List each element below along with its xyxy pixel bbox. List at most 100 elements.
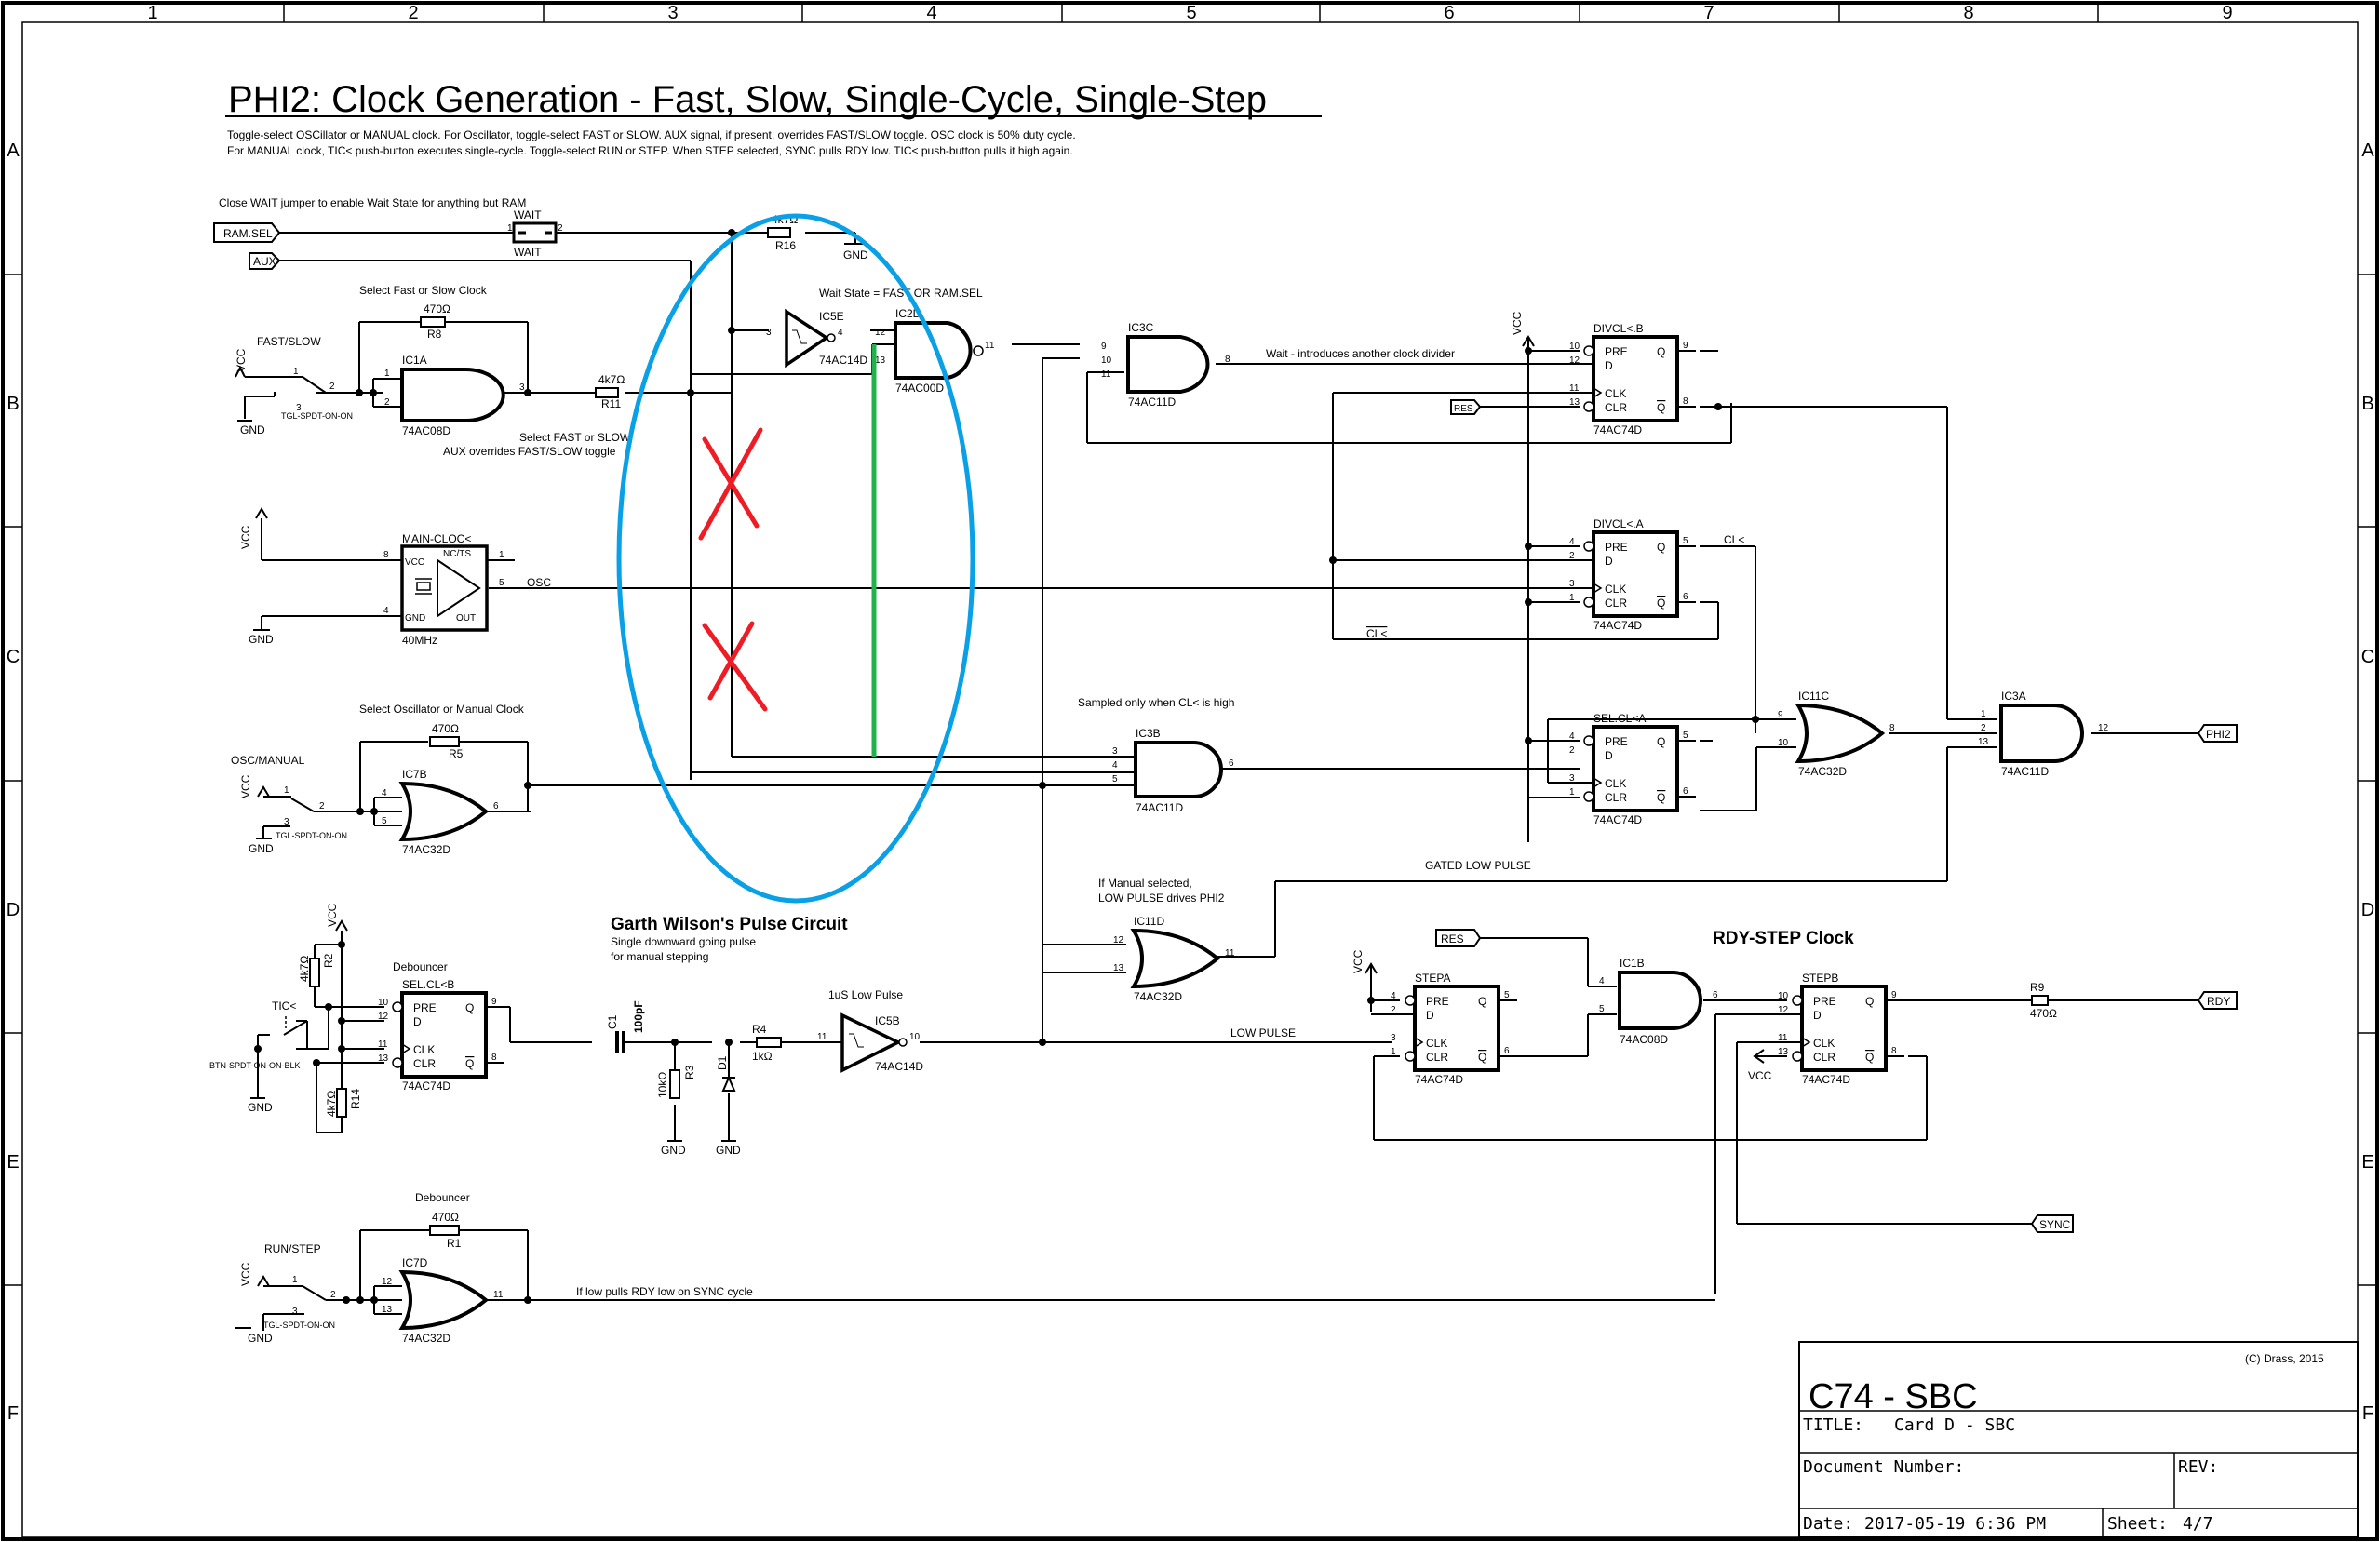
r11-name: R11 bbox=[601, 397, 621, 410]
pin-number: 11 bbox=[493, 1290, 504, 1300]
resistor-r3: 10kΩ R3 GND bbox=[656, 1065, 696, 1157]
pin-label-clr: CLR bbox=[1605, 401, 1627, 414]
port-res-1-label: RES bbox=[1454, 404, 1473, 414]
r14-name: R14 bbox=[349, 1089, 362, 1109]
jumper-wait: WAIT WAIT 1 2 bbox=[507, 208, 563, 259]
note-debouncer-2: Debouncer bbox=[415, 1191, 470, 1204]
r3-name: R3 bbox=[683, 1065, 696, 1079]
pin-label-pre: PRE bbox=[1605, 345, 1628, 358]
ic3c-part: 74AC11D bbox=[1128, 396, 1176, 409]
port-phi2-label: PHI2 bbox=[2206, 728, 2231, 741]
ic5e-part: 74AC14D bbox=[819, 354, 867, 367]
pin-number: 13 bbox=[1113, 963, 1124, 973]
pin-number: 6 bbox=[493, 801, 499, 811]
doc-number-label: Document Number: bbox=[1803, 1457, 1964, 1477]
note-debouncer-1: Debouncer bbox=[393, 960, 448, 973]
diode-d1: D1 GND bbox=[716, 1055, 741, 1157]
pin-number: 4 bbox=[1569, 731, 1575, 742]
ruler-col-4: 4 bbox=[926, 3, 936, 23]
svg-text:2: 2 bbox=[319, 801, 325, 811]
clock-triangle-icon bbox=[401, 1043, 411, 1054]
inversion-bubble bbox=[1792, 1051, 1803, 1062]
pin-label-pre: PRE bbox=[1813, 995, 1836, 1008]
port-rdy: RDY bbox=[2197, 991, 2238, 1010]
ic3a-name: IC3A bbox=[2001, 690, 2026, 703]
switch-fast-slow[interactable]: FAST/SLOW VCC 1 3 2 GND TGL-SPDT-ON-ON bbox=[235, 335, 353, 436]
port-rdy-label: RDY bbox=[2207, 995, 2230, 1008]
r9-value: 470Ω bbox=[2030, 1007, 2057, 1020]
gate-ic1b: IC1B 74AC08D 45 6 bbox=[1599, 957, 1718, 1046]
title-label: TITLE: bbox=[1803, 1415, 1863, 1435]
pin-label-qbar: Q bbox=[1657, 597, 1665, 610]
page-title: PHI2: Clock Generation - Fast, Slow, Sin… bbox=[228, 79, 1267, 120]
r8-value: 470Ω bbox=[424, 302, 450, 315]
sheet-value: 4/7 bbox=[2183, 1514, 2213, 1534]
r5-value: 470Ω bbox=[432, 722, 459, 735]
pin-number: 4 bbox=[382, 788, 387, 798]
vcc-label: VCC bbox=[1351, 949, 1365, 973]
pin-number: 1 bbox=[1569, 787, 1575, 798]
pin-number: 5 bbox=[382, 816, 387, 826]
gate-ic3c: IC3C 74AC11D 910 118 bbox=[1101, 321, 1230, 409]
switch-run-step[interactable]: RUN/STEP VCC GND TGL-SPDT-ON-ON 13 2 bbox=[235, 1242, 336, 1345]
pin-number: 12 bbox=[1569, 355, 1580, 366]
title-block: (C) Drass, 2015 C74 - SBC TITLE: Card D … bbox=[1798, 1341, 2359, 1538]
flipflop-name: STEPA bbox=[1415, 972, 1450, 985]
pin-label-q: Q bbox=[1657, 541, 1665, 554]
flipflop-part: 74AC74D bbox=[1593, 619, 1642, 632]
resistor-r8: 470Ω R8 bbox=[420, 302, 450, 341]
port-phi2: PHI2 bbox=[2197, 724, 2238, 743]
pin-label-clk: CLK bbox=[1813, 1037, 1835, 1050]
button-tick[interactable]: VCC TIC< GND BTN-SPDT-ON-ON-BLK bbox=[209, 903, 348, 1114]
pin-number: 12 bbox=[382, 1277, 393, 1287]
flipflop-name: DIVCL<.B bbox=[1593, 322, 1644, 335]
garth-title: Garth Wilson's Pulse Circuit bbox=[611, 915, 848, 934]
r1-value: 470Ω bbox=[432, 1211, 459, 1224]
svg-text:8: 8 bbox=[383, 550, 389, 560]
gate-part: 74AC32D bbox=[1798, 765, 1847, 778]
inversion-bubble bbox=[1583, 541, 1594, 552]
pin-number: 8 bbox=[1891, 1046, 1897, 1056]
pin-label-d: D bbox=[1813, 1009, 1822, 1022]
ic1a-name: IC1A bbox=[402, 354, 427, 367]
pin-number: 12 bbox=[378, 1012, 389, 1022]
date-value: 2017-05-19 6:36 PM bbox=[1864, 1514, 2046, 1534]
pin-label-q: Q bbox=[1865, 995, 1874, 1008]
vcc-label: VCC bbox=[239, 774, 252, 798]
switch-run-step-type: TGL-SPDT-ON-ON bbox=[263, 1321, 335, 1330]
svg-text:1: 1 bbox=[284, 785, 289, 796]
pin-label-d: D bbox=[1605, 749, 1613, 762]
flipflop-part: 74AC74D bbox=[402, 1079, 450, 1093]
garth-sub-1: Single downward going pulse bbox=[611, 935, 756, 948]
port-res-1: RES bbox=[1450, 399, 1482, 415]
resistor-r2: 4k7Ω R2 bbox=[298, 953, 335, 987]
ruler-row-a-right: A bbox=[2361, 141, 2374, 161]
inversion-bubble bbox=[1583, 735, 1594, 746]
switch-osc-manual[interactable]: OSC/MANUAL VCC GND TGL-SPDT-ON-ON 13 2 bbox=[231, 754, 347, 855]
pin-number: 6 bbox=[1504, 1046, 1510, 1056]
gate-ic3b: IC3B 74AC11D 34 56 bbox=[1112, 727, 1234, 814]
d1-name: D1 bbox=[716, 1055, 729, 1070]
flipflop-part: 74AC74D bbox=[1593, 813, 1642, 826]
pin-label-qbar: Q bbox=[465, 1057, 474, 1070]
vcc-label: VCC bbox=[326, 903, 339, 927]
port-res-2: RES bbox=[1435, 929, 1482, 947]
pin-number: 1 bbox=[1569, 593, 1575, 603]
port-sync-label: SYNC bbox=[2039, 1218, 2071, 1231]
r16-name: R16 bbox=[775, 239, 796, 252]
svg-text:3: 3 bbox=[519, 382, 525, 393]
gnd-label: GND bbox=[240, 423, 265, 436]
gnd-label: GND bbox=[248, 1332, 273, 1345]
note-1us-pulse: 1uS Low Pulse bbox=[828, 988, 903, 1001]
switch-osc-manual-label: OSC/MANUAL bbox=[231, 754, 305, 767]
pin-number: 13 bbox=[1778, 1047, 1789, 1057]
inversion-bubble bbox=[1583, 345, 1594, 356]
title-value: Card D - SBC bbox=[1894, 1415, 2015, 1435]
junctions bbox=[254, 229, 1759, 1304]
r2-value: 4k7Ω bbox=[298, 956, 311, 982]
pin-number: 12 bbox=[1113, 935, 1124, 945]
